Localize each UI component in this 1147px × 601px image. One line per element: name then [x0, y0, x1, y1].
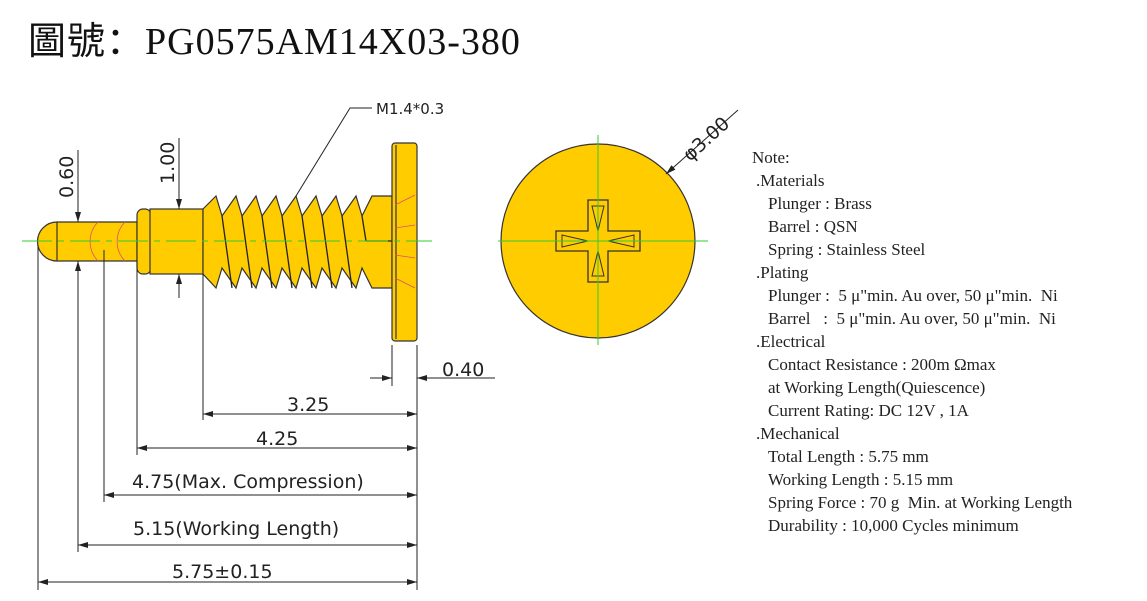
notes-section-heading: .Mechanical: [756, 424, 840, 443]
dim-575-label: 5.75±0.15: [172, 561, 273, 583]
dim-425-label: 4.25: [256, 428, 298, 450]
notes-item: Barrel : 5 μ"min. Au over, 50 μ"min. Ni: [768, 309, 1056, 328]
dim-515-label: 5.15(Working Length): [133, 518, 339, 540]
head-diameter-label: φ3.00: [679, 113, 734, 166]
notes-item: at Working Length(Quiescence): [768, 378, 986, 397]
tip-diameter-label: 0.60: [56, 156, 78, 198]
notes-item: Plunger : Brass: [768, 194, 872, 213]
notes-item: Spring Force : 70 g Min. at Working Leng…: [768, 493, 1073, 512]
notes-item: Barrel : QSN: [768, 217, 858, 236]
head-thickness-label: 0.40: [442, 359, 484, 381]
notes-item: Spring : Stainless Steel: [768, 240, 926, 259]
notes-section-heading: .Materials: [756, 171, 825, 190]
notes-section-heading: .Electrical: [756, 332, 826, 351]
dim-325-label: 3.25: [287, 394, 329, 416]
barrel-diameter-label: 1.00: [157, 142, 179, 184]
drawing-title: 圖號：PG0575AM14X03-380: [28, 21, 521, 63]
thread-leader: [295, 107, 372, 197]
notes-item: Plunger : 5 μ"min. Au over, 50 μ"min. Ni: [768, 286, 1058, 305]
thread: [202, 194, 393, 290]
notes-item: Working Length : 5.15 mm: [768, 470, 954, 489]
notes-item: Contact Resistance : 200m Ωmax: [768, 355, 996, 374]
dim-475-label: 4.75(Max. Compression): [132, 471, 364, 493]
notes-item: Durability : 10,000 Cycles minimum: [768, 516, 1019, 535]
head: [391, 142, 418, 342]
notes-section-heading: .Plating: [756, 263, 809, 282]
notes-item: Current Rating: DC 12V , 1A: [768, 401, 969, 420]
pin-side-view: [36, 142, 418, 342]
thread-spec-label: M1.4*0.3: [376, 100, 444, 118]
notes-item: Total Length : 5.75 mm: [768, 447, 929, 466]
notes-heading: Note:: [752, 148, 790, 167]
pin-front-view: φ3.00: [498, 109, 739, 345]
